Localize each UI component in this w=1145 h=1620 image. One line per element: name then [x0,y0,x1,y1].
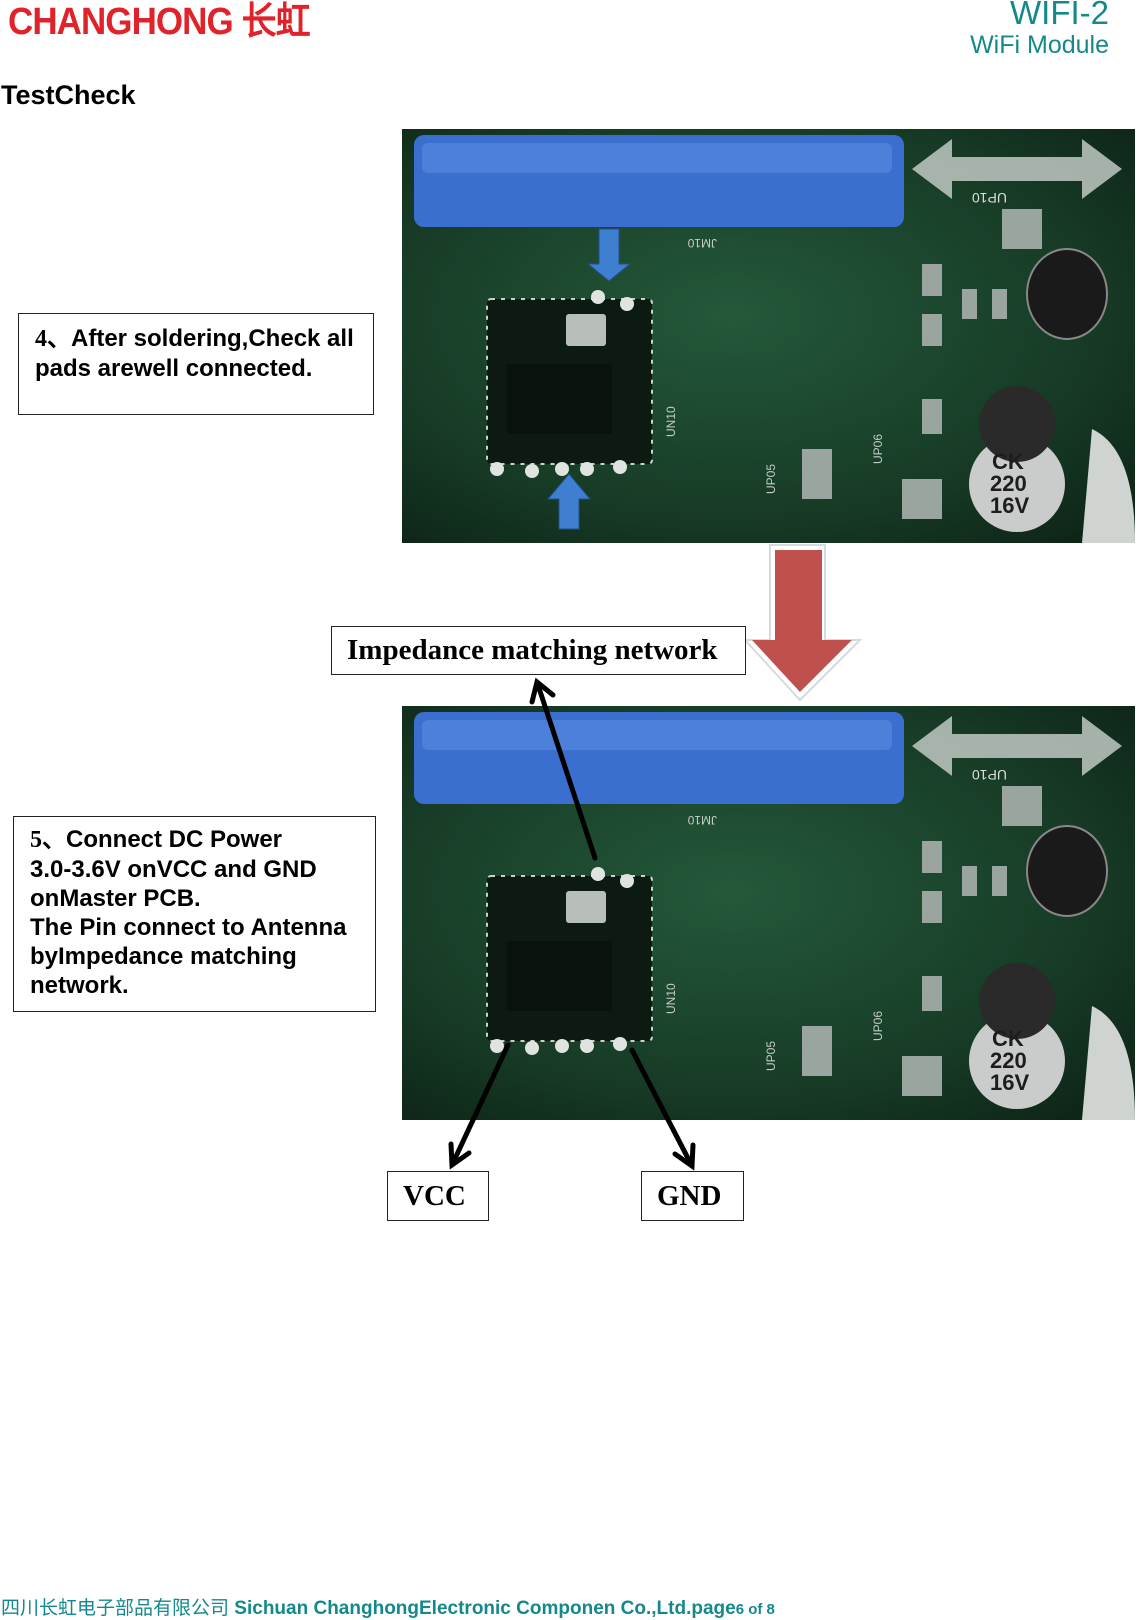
pcb-ref-jm10: JM10 [687,813,717,827]
blue-down-arrow [586,228,632,282]
pcb-photo-top: UP10 JM10 UN10 UP05 UP06 CK 220 16V [402,129,1135,543]
pcb-ref-up10: UP10 [972,190,1007,206]
pcb-ref-un10: UN10 [664,983,678,1014]
pcb-ref-jm10: JM10 [687,236,717,250]
blue-up-arrow [546,473,592,530]
section-title: TestCheck [1,80,136,110]
cap-mark-1: CK [992,1026,1024,1051]
step4-text: After soldering,Check all pads arewell c… [35,325,354,382]
footer-page-total: of 8 [744,1601,775,1618]
pcb-ref-up10: UP10 [972,767,1007,783]
step5-line6: network. [30,972,129,999]
cap-mark-3: 16V [990,1070,1029,1095]
step5-line2: 3.0-3.6V onVCC and GND [30,856,317,883]
changhong-logo: CHANGHONG 长虹 [8,1,311,43]
cap-mark-3: 16V [990,493,1029,518]
step5-line3: onMaster PCB. [30,885,201,912]
step5-note: 5、Connect DC Power 3.0-3.6V onVCC and GN… [13,816,376,1012]
footer-company-en: Sichuan ChanghongElectronic Componen Co.… [229,1598,736,1619]
pcb-ref-up06: UP06 [871,434,885,464]
pcb-ref-un10: UN10 [664,406,678,437]
document-title: WIFI-2 [1010,0,1109,31]
step5-line4: The Pin connect to Antenna [30,914,347,941]
step4-number: 4、 [35,326,71,352]
step4-note: 4、After soldering,Check all pads arewell… [18,313,374,415]
cap-mark-2: 220 [990,471,1027,496]
footer-page-number: 6 [735,1601,745,1618]
pcb-ref-up06: UP06 [871,1011,885,1041]
pcb-photo-bottom: UP10 JM10 UN10 UP05 UP06 CK 220 16V [402,706,1135,1120]
step5-number: 5、 [30,827,66,853]
step5-line1: Connect DC Power [66,826,283,853]
impedance-pointer-arrow [529,677,598,861]
step5-line5: byImpedance matching [30,943,297,970]
cap-mark-1: CK [992,449,1024,474]
gnd-label: GND [641,1171,744,1221]
red-down-arrow [742,544,863,702]
cap-mark-2: 220 [990,1048,1027,1073]
pcb-ref-up05: UP05 [764,1041,778,1071]
footer-company-cn: 四川长虹电子部品有限公司 [1,1598,230,1619]
impedance-label: Impedance matching network [331,626,746,675]
vcc-pointer-arrow [448,1042,511,1170]
document-subtitle: WiFi Module [970,31,1109,59]
pcb-ref-up05: UP05 [764,464,778,494]
vcc-label: VCC [387,1171,489,1221]
page-footer: 四川长虹电子部品有限公司 Sichuan ChanghongElectronic… [1,1593,775,1620]
gnd-pointer-arrow [629,1047,696,1171]
